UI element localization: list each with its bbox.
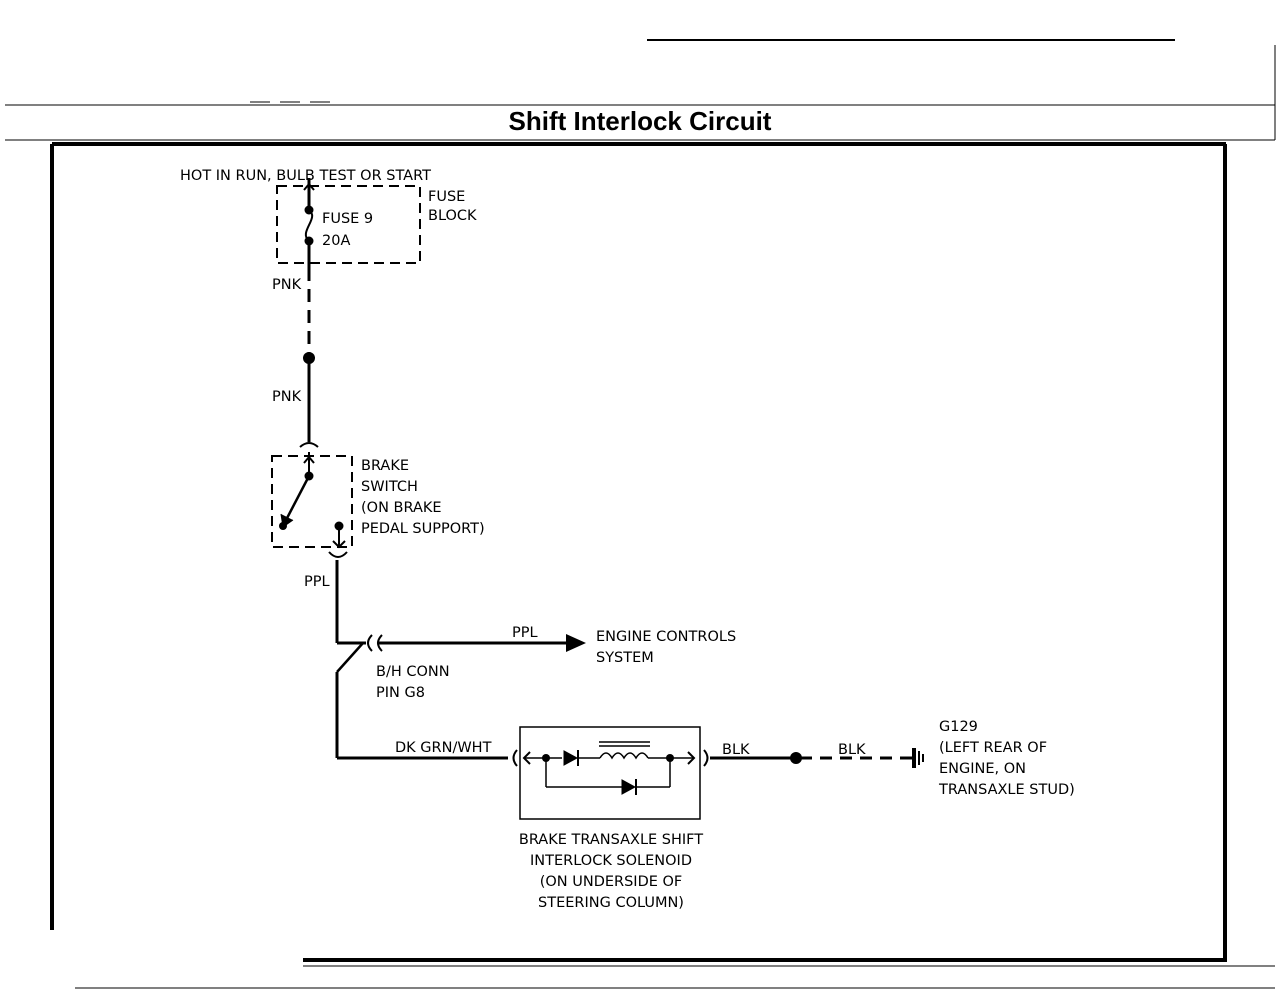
fuse-rating-label: 20A: [322, 233, 350, 249]
fuse-name-label: FUSE 9: [322, 211, 373, 227]
wire-color-label: BLK: [722, 742, 750, 758]
wire-color-label: BLK: [838, 742, 866, 758]
solenoid-label-line2: INTERLOCK SOLENOID: [530, 853, 692, 869]
ground-label-line4: TRANSAXLE STUD): [938, 782, 1075, 798]
ground-label-line3: ENGINE, ON: [939, 761, 1026, 777]
coil-icon: [599, 752, 649, 760]
wire-color-label: PPL: [304, 574, 330, 590]
brake-switch: [271, 452, 353, 558]
fuse-block-outline: [276, 185, 421, 264]
fuse-icon: [304, 209, 314, 242]
fuse-block-label-line1: FUSE: [428, 189, 465, 205]
ground-label-line2: (LEFT REAR OF: [939, 740, 1047, 756]
ground-label-line1: G129: [939, 719, 978, 735]
engine-controls-label-line1: ENGINE CONTROLS: [596, 629, 736, 645]
wire-color-label: DK GRN/WHT: [395, 740, 492, 756]
diode-icon: [621, 779, 637, 795]
header-rules: [5, 39, 1276, 141]
solenoid-label-line4: STEERING COLUMN): [538, 895, 684, 911]
solenoid-outline: [519, 726, 701, 820]
switch-contact-icon: [283, 475, 311, 523]
wire-color-label: PPL: [512, 625, 538, 641]
brake-switch-label-line4: PEDAL SUPPORT): [361, 521, 485, 537]
solenoid-label-line3: (ON UNDERSIDE OF: [540, 874, 683, 890]
brake-switch-label-line3: (ON BRAKE: [361, 500, 442, 516]
diagram-frame: [50, 142, 1227, 962]
brake-switch-outline: [271, 455, 353, 548]
fuse-block: [276, 178, 421, 268]
wire-color-label: PNK: [272, 389, 302, 405]
solenoid-label-line1: BRAKE TRANSAXLE SHIFT: [519, 832, 703, 848]
splice-dot: [790, 752, 802, 764]
brake-switch-label-line1: BRAKE: [361, 458, 409, 474]
power-source-label: HOT IN RUN, BULB TEST OR START: [180, 168, 431, 184]
splice-dot: [303, 352, 315, 364]
fuse-block-label-line2: BLOCK: [428, 208, 477, 224]
page-title: Shift Interlock Circuit: [508, 106, 772, 136]
connector-label-line2: PIN G8: [376, 685, 425, 701]
arrow-right-icon: [566, 634, 586, 652]
brake-switch-label-line2: SWITCH: [361, 479, 418, 495]
connector-label-line1: B/H CONN: [376, 664, 450, 680]
wire-ppl: [335, 560, 568, 760]
wire-color-label: PNK: [272, 277, 302, 293]
engine-controls-label-line2: SYSTEM: [596, 650, 654, 666]
wire-pnk: [299, 268, 319, 448]
footer-rules: [75, 965, 1275, 989]
shift-interlock-solenoid: [512, 726, 709, 820]
diode-icon: [563, 750, 579, 766]
ground-icon: [906, 748, 924, 768]
